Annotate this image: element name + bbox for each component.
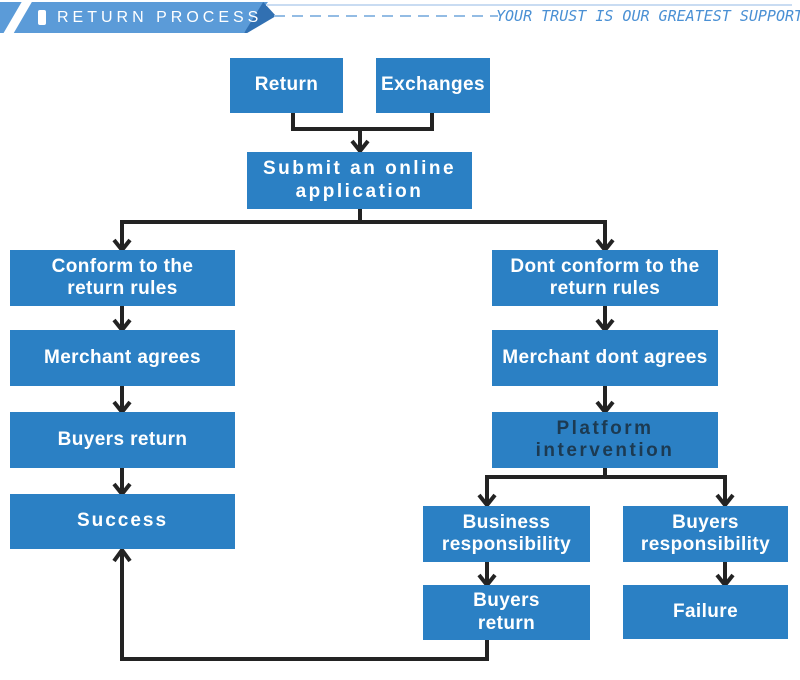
- node-exchanges: Exchanges: [376, 58, 490, 113]
- node-failure: Failure: [623, 585, 788, 639]
- header: RETURN PROCESS YOUR TRUST IS OUR GREATES…: [0, 0, 800, 40]
- node-label-line1: Dont conform to the: [510, 255, 700, 277]
- header-title-group: RETURN PROCESS: [38, 2, 262, 33]
- arrowhead-down-buyers-resp: [715, 493, 735, 509]
- node-merchant-agrees: Merchant agrees: [10, 330, 235, 386]
- node-label-line2: return: [477, 612, 536, 634]
- node-success: Success: [10, 494, 235, 549]
- arrowhead-up-success: [112, 546, 132, 563]
- node-label: Merchant dont agrees: [502, 346, 708, 368]
- node-label-line2: responsibility: [640, 534, 771, 555]
- header-dashed-line: [274, 15, 498, 17]
- node-label-line1: Submit an online: [262, 158, 457, 180]
- node-label-line2: return rules: [549, 278, 661, 299]
- node-label-line2: responsibility: [441, 534, 572, 555]
- node-label-line1: Business: [462, 511, 551, 533]
- node-label: Failure: [672, 600, 739, 622]
- node-label: Success: [76, 510, 169, 532]
- header-top-line: [266, 4, 792, 6]
- node-label: Buyers return: [57, 428, 188, 450]
- node-buyers-responsibility: Buyers responsibility: [623, 506, 788, 562]
- connector-platform-branch: [485, 475, 727, 503]
- node-label-line2: return rules: [67, 278, 178, 299]
- node-platform-intervention: Platform intervention: [492, 412, 718, 468]
- node-label: Merchant agrees: [43, 346, 201, 368]
- connector-loop-to-success: [120, 552, 489, 661]
- node-label-line2: application: [295, 180, 424, 202]
- node-buyers-return-right: Buyers return: [423, 585, 590, 640]
- node-label-line1: Buyers: [473, 590, 540, 612]
- node-label-line1: Conform to the: [51, 255, 194, 277]
- connector-top-bracket: [291, 113, 434, 131]
- node-label: Exchanges: [381, 74, 485, 96]
- node-merchant-dont-agrees: Merchant dont agrees: [492, 330, 718, 386]
- node-conform-rules: Conform to the return rules: [10, 250, 235, 306]
- page-title: RETURN PROCESS: [57, 8, 263, 26]
- connector-main-branch: [120, 220, 607, 248]
- node-submit-application: Submit an online application: [247, 152, 472, 209]
- header-slogan: YOUR TRUST IS OUR GREATEST SUPPORT: [496, 7, 800, 25]
- node-return: Return: [230, 58, 343, 113]
- node-business-responsibility: Business responsibility: [423, 506, 590, 562]
- node-label-line2: intervention: [535, 440, 675, 461]
- arrowhead-down-business-resp: [477, 493, 497, 509]
- title-marker-icon: [38, 10, 46, 25]
- node-label-line1: Buyers: [672, 511, 739, 533]
- node-label-line1: Platform: [556, 417, 654, 439]
- node-dont-conform-rules: Dont conform to the return rules: [492, 250, 718, 306]
- arrowhead-down-submit: [350, 139, 370, 155]
- node-label: Return: [254, 74, 319, 96]
- node-buyers-return-left: Buyers return: [10, 412, 235, 468]
